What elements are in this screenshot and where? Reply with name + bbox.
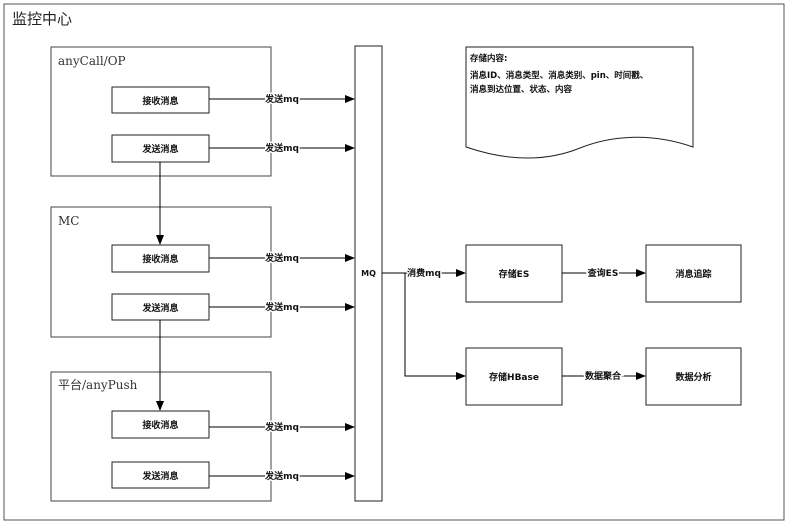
label-send-mq-6: 发送mq xyxy=(264,470,299,482)
store-es-box xyxy=(465,244,563,303)
mq-bar xyxy=(354,45,383,502)
mc-receive-text: 接收消息 xyxy=(142,253,178,265)
mc-send-box xyxy=(111,293,210,321)
anycall-receive-text: 接收消息 xyxy=(142,95,178,107)
trace-text: 消息追踪 xyxy=(675,268,711,280)
analysis-box xyxy=(645,347,742,406)
diagram-title: 监控中心 xyxy=(12,10,72,28)
platform-receive-text: 接收消息 xyxy=(142,419,178,431)
platform-send-box xyxy=(111,461,210,489)
mc-send-text: 发送消息 xyxy=(141,302,178,314)
storage-note-line2: 消息到达位置、状态、内容 xyxy=(470,84,573,95)
group-mc-label: MC xyxy=(58,214,79,228)
storage-note xyxy=(465,46,694,159)
group-anycall-op-label: anyCall/OP xyxy=(58,54,126,68)
label-query-es: 查询ES xyxy=(587,267,619,279)
arrow-consume-to-hbase xyxy=(404,273,466,380)
label-send-mq-4: 发送mq xyxy=(264,301,299,313)
anycall-receive-box xyxy=(111,86,210,114)
storage-note-line1: 消息ID、消息类型、消息类别、pin、时间戳、 xyxy=(470,70,648,81)
storage-note-title: 存储内容: xyxy=(469,53,507,64)
trace-box xyxy=(645,244,742,303)
anycall-send-box xyxy=(111,134,210,163)
label-send-mq-5: 发送mq xyxy=(264,421,299,433)
store-es-text: 存储ES xyxy=(499,268,530,280)
analysis-text: 数据分析 xyxy=(675,371,711,383)
label-consume-mq: 消费mq xyxy=(407,267,441,279)
label-send-mq-3: 发送mq xyxy=(264,252,299,264)
label-data-collect: 数据聚合 xyxy=(585,370,622,382)
platform-send-text: 发送消息 xyxy=(141,470,178,482)
label-send-mq-2: 发送mq xyxy=(264,142,299,154)
group-platform-anypush-label: 平台/anyPush xyxy=(58,377,138,392)
mc-receive-box xyxy=(111,244,210,273)
platform-receive-box xyxy=(111,410,210,439)
mq-text: MQ xyxy=(361,269,376,278)
anycall-send-text: 发送消息 xyxy=(141,143,178,155)
store-hbase-text: 存储HBase xyxy=(489,371,539,383)
label-send-mq-1: 发送mq xyxy=(264,93,299,105)
